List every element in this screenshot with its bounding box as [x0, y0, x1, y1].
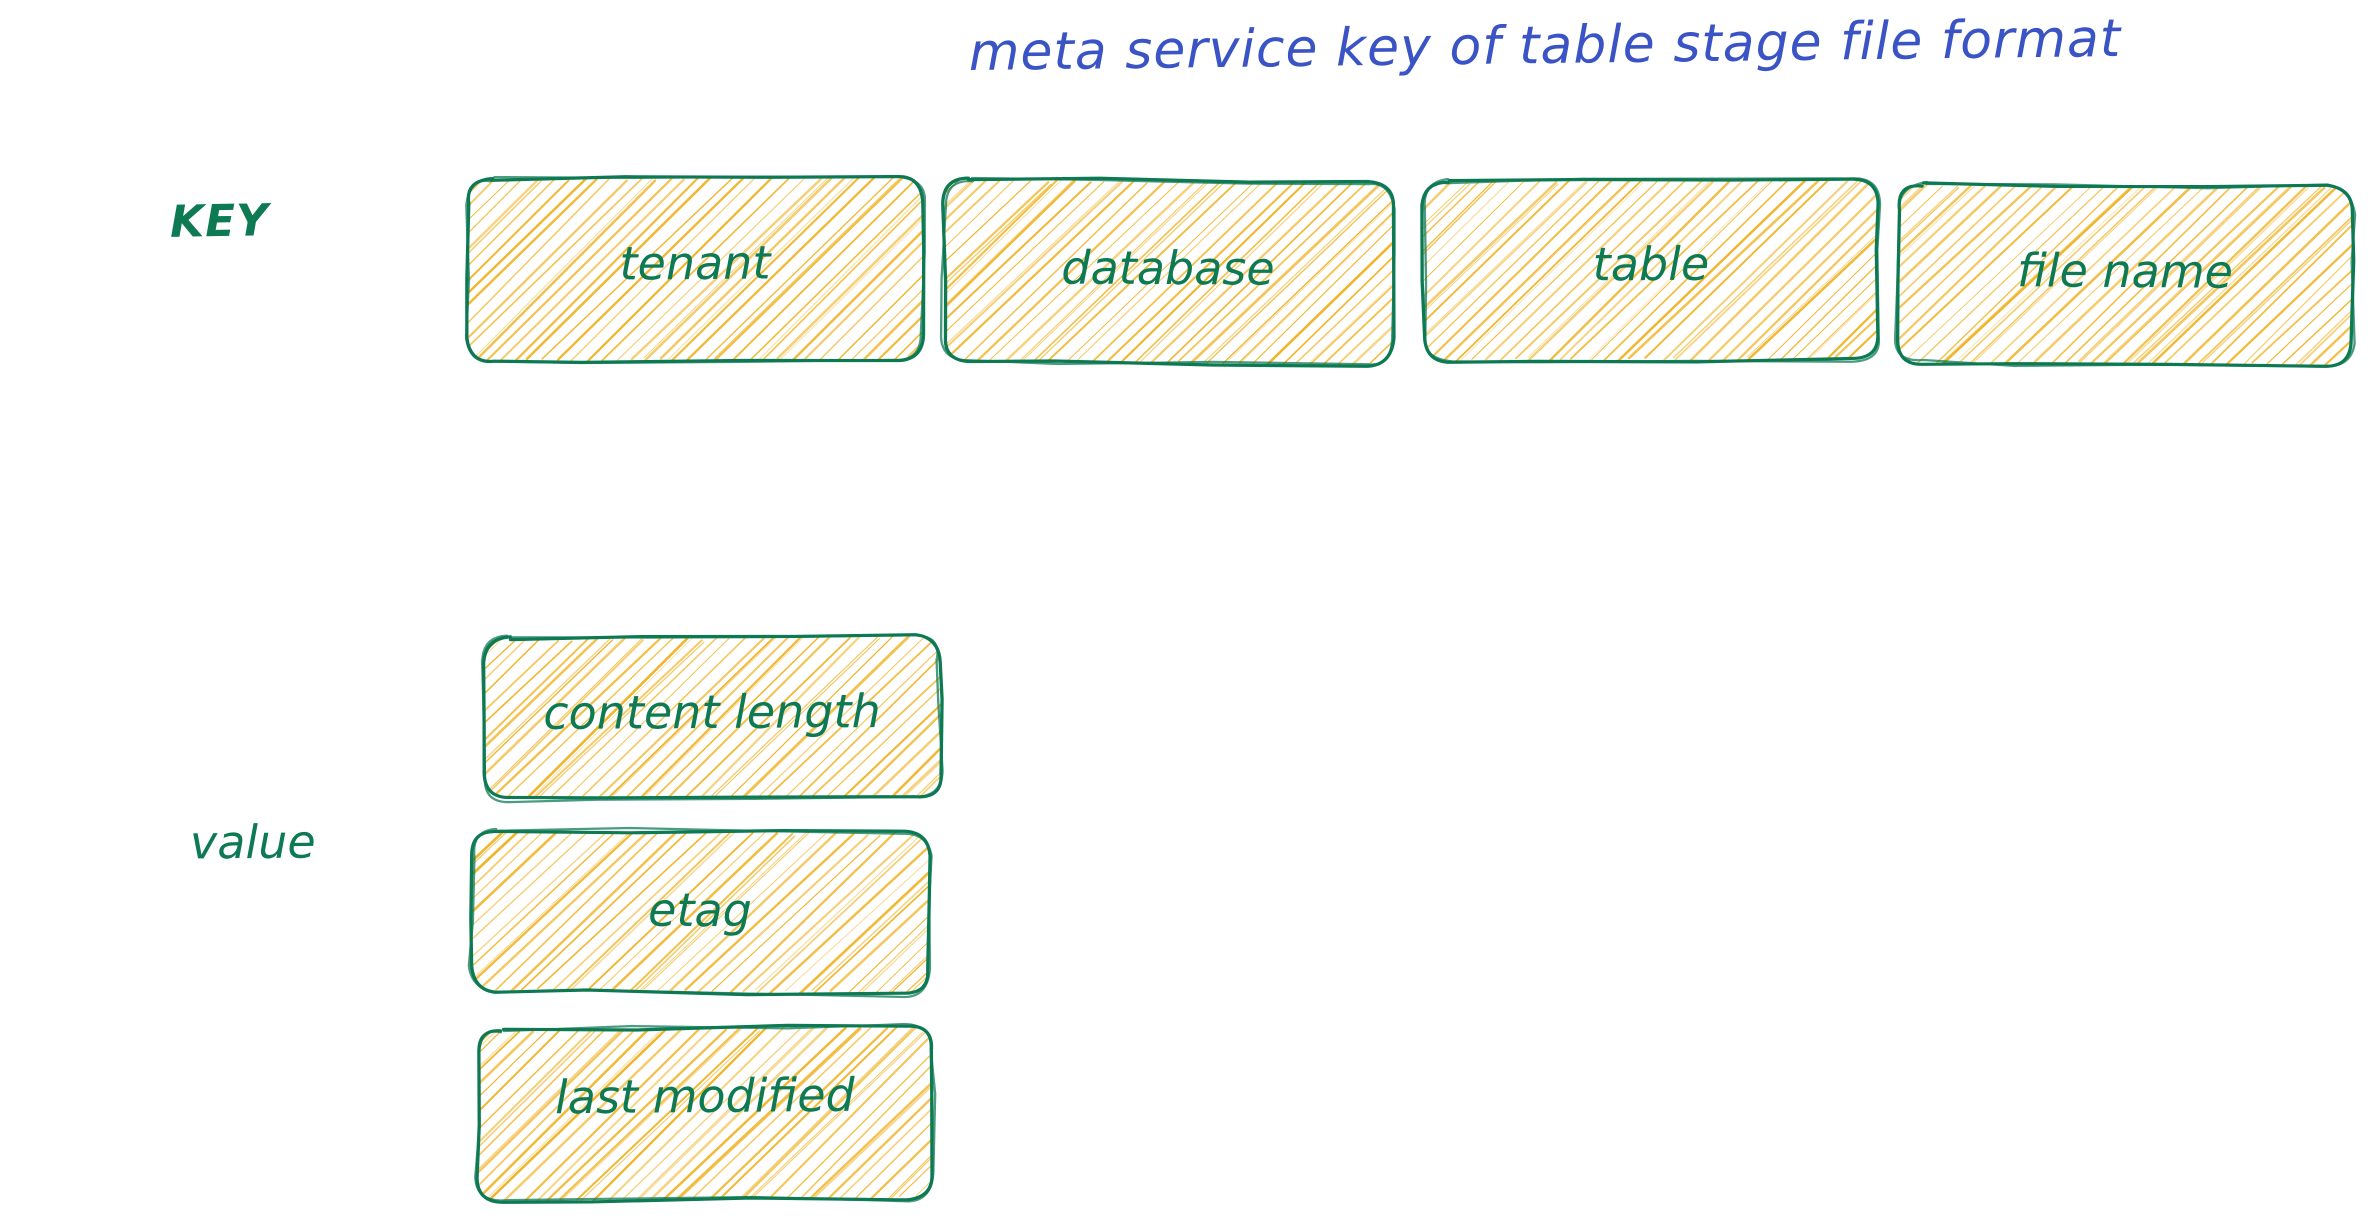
- key-box-tenant[interactable]: tenant: [461, 170, 928, 367]
- key-row-label: KEY: [169, 195, 270, 248]
- key-box-database-shape: [939, 176, 1396, 368]
- key-box-tenant-shape: [465, 174, 926, 365]
- value-box-etag-shape: [467, 826, 933, 999]
- value-box-content-length[interactable]: content length: [478, 631, 947, 805]
- value-box-last-modified[interactable]: last modified: [471, 1020, 939, 1208]
- value-column-label: value: [189, 814, 316, 870]
- value-box-etag[interactable]: etag: [465, 824, 934, 999]
- key-box-file-name[interactable]: file name: [1891, 178, 2358, 371]
- value-box-content-length-shape: [481, 633, 944, 804]
- key-box-table-shape: [1420, 177, 1882, 364]
- page-title: meta service key of table stage file for…: [968, 8, 2122, 84]
- value-box-last-modified-shape: [474, 1022, 937, 1204]
- key-box-file-name-shape: [1893, 180, 2357, 368]
- key-box-table[interactable]: table: [1418, 173, 1885, 367]
- key-box-database[interactable]: database: [937, 174, 1398, 370]
